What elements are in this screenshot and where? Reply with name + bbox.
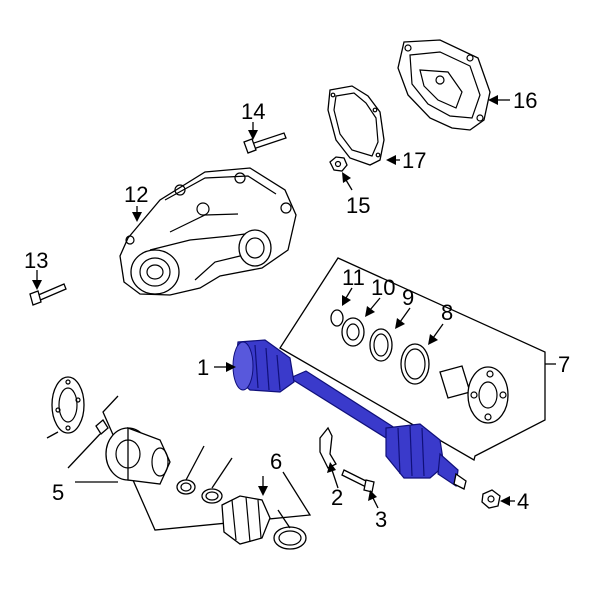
callout-12: 12 (124, 182, 148, 207)
callout-4: 4 (517, 489, 529, 514)
callout-5: 5 (52, 480, 64, 505)
boot-clamp-large[interactable] (273, 526, 307, 550)
callout-6: 6 (270, 449, 282, 474)
cv-boot[interactable] (221, 495, 271, 545)
shaft-seal[interactable] (341, 317, 365, 347)
callout-10: 10 (371, 275, 395, 300)
bracket-bolt[interactable] (341, 469, 375, 493)
callout-9: 9 (402, 285, 414, 310)
mounting-bolt-13[interactable] (29, 283, 67, 306)
leader-lines (32, 95, 556, 529)
boot-cap[interactable] (105, 427, 171, 485)
inner-flange[interactable] (439, 365, 509, 424)
callout-14: 14 (241, 99, 265, 124)
retaining-ring[interactable] (369, 328, 393, 362)
boot-clip[interactable] (95, 419, 109, 435)
mounting-bolt-14[interactable] (243, 132, 287, 154)
callout-2: 2 (331, 485, 343, 510)
axle-nut[interactable] (481, 489, 501, 509)
callout-17: 17 (402, 148, 426, 173)
kit-7-bracket (279, 257, 546, 461)
snap-ring[interactable] (400, 343, 430, 385)
gasket-nut[interactable] (329, 156, 348, 172)
o-ring[interactable] (330, 309, 344, 327)
boot-clamp-medium[interactable] (201, 488, 223, 504)
callout-11: 11 (342, 265, 365, 290)
cover-gasket[interactable] (327, 85, 385, 166)
boot-flange-gasket[interactable] (51, 376, 85, 434)
shaft-bracket[interactable] (319, 426, 337, 469)
differential-cover[interactable] (397, 39, 491, 131)
callout-16: 16 (513, 88, 537, 113)
callout-8: 8 (441, 300, 453, 325)
callout-1: 1 (197, 355, 209, 380)
callout-3: 3 (375, 507, 387, 532)
callout-13: 13 (24, 248, 48, 273)
axle-shaft-assembly[interactable] (232, 339, 467, 490)
callout-15: 15 (346, 193, 370, 218)
boot-clamp-small[interactable] (176, 479, 196, 495)
kit-5-bracket (102, 395, 312, 531)
callout-7: 7 (558, 352, 570, 377)
differential-housing[interactable] (119, 167, 297, 296)
